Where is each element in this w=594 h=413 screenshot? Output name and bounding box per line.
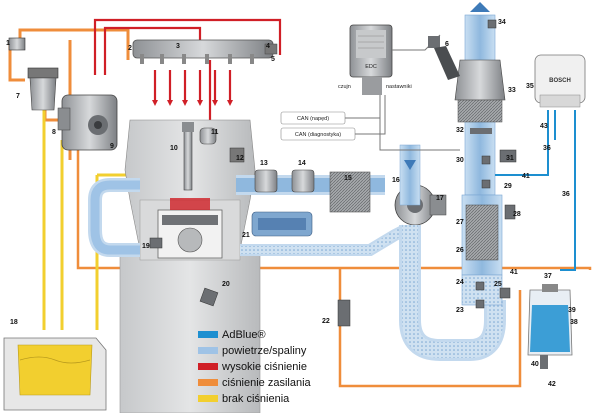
legend-item-air-exhaust: powietrze/spaliny [198, 345, 307, 357]
callout-36a: 36 [543, 145, 551, 152]
adblue-lines [495, 110, 576, 271]
pressure-valve [8, 37, 26, 51]
injector [182, 122, 194, 191]
callout-14: 14 [298, 160, 306, 167]
callout-25: 25 [494, 281, 502, 288]
svg-text:CAN (diagnostyka): CAN (diagnostyka) [295, 132, 341, 138]
rail-arrows [152, 100, 233, 106]
fuel-tank [3, 337, 107, 411]
can-drive-box: CAN (napęd) [280, 111, 346, 125]
callout-numbers: 1 2 3 4 5 6 7 8 9 10 11 12 13 14 15 16 1… [6, 19, 578, 388]
callout-33: 33 [508, 87, 516, 94]
callout-9: 9 [110, 143, 114, 150]
callout-26: 26 [456, 247, 464, 254]
callout-35: 35 [526, 83, 534, 90]
svg-text:ciśnienie zasilania: ciśnienie zasilania [222, 377, 312, 389]
callout-21: 21 [242, 232, 250, 239]
callout-8: 8 [52, 129, 56, 136]
callout-18: 18 [10, 319, 18, 326]
callout-2: 2 [128, 45, 132, 52]
callout-20: 20 [222, 281, 230, 288]
callout-41a: 41 [522, 173, 530, 180]
callout-4: 4 [266, 43, 270, 50]
callout-41b: 41 [510, 269, 518, 276]
common-rail [132, 39, 278, 64]
bosch-brand: BOSCH [549, 78, 571, 84]
edc-label: EDC [365, 64, 377, 70]
callout-15: 15 [344, 175, 352, 182]
callout-28: 28 [513, 211, 521, 218]
legend-swatch [198, 363, 218, 370]
throttle-actuators [229, 147, 315, 193]
callout-19: 19 [142, 243, 150, 250]
svg-text:powietrze/spaliny: powietrze/spaliny [222, 345, 307, 357]
callout-13: 13 [260, 160, 268, 167]
callout-6: 6 [445, 41, 449, 48]
intercooler [329, 171, 371, 213]
control-wires [345, 34, 460, 151]
legend-swatch [198, 395, 218, 402]
exhaust-u-bend [399, 144, 506, 361]
accelerator-pedal [428, 36, 460, 80]
callout-37: 37 [544, 273, 552, 280]
edc-ecu: EDC [349, 24, 393, 95]
actuators-label: nastawniki [386, 84, 412, 90]
callout-7: 7 [16, 93, 20, 100]
sensor-11 [199, 127, 217, 145]
dosing-module: BOSCH [534, 54, 586, 108]
callout-36b: 36 [562, 191, 570, 198]
callout-31: 31 [506, 155, 514, 162]
callout-12: 12 [236, 155, 244, 162]
high-pressure-pump [57, 94, 118, 151]
callout-5: 5 [271, 56, 275, 63]
callout-16: 16 [392, 177, 400, 184]
callout-24: 24 [456, 279, 464, 286]
svg-text:wysokie ciśnienie: wysokie ciśnienie [221, 361, 307, 373]
callout-23: 23 [456, 307, 464, 314]
legend-swatch [198, 347, 218, 354]
svg-text:brak ciśnienia: brak ciśnienia [222, 393, 290, 405]
exhaust-sensors [475, 19, 517, 309]
legend-item-supply-pressure: ciśnienie zasilania [198, 377, 312, 389]
can-diagnostic-box: CAN (diagnostyka) [280, 127, 356, 141]
legend-swatch [198, 331, 218, 338]
callout-30: 30 [456, 157, 464, 164]
aftertreatment-column [454, 2, 506, 306]
callout-32: 32 [456, 127, 464, 134]
misc-sensors [149, 237, 351, 327]
callout-42: 42 [548, 381, 556, 388]
callout-11: 11 [211, 129, 219, 136]
callout-38: 38 [570, 319, 578, 326]
callout-22: 22 [322, 318, 330, 325]
legend-swatch [198, 379, 218, 386]
callout-27: 27 [456, 219, 464, 226]
callout-39: 39 [568, 307, 576, 314]
callout-29: 29 [504, 183, 512, 190]
legend: AdBlue® powietrze/spaliny wysokie ciśnie… [198, 329, 312, 405]
adblue-tank [527, 284, 573, 369]
svg-text:AdBlue®: AdBlue® [222, 329, 266, 341]
callout-43: 43 [540, 123, 548, 130]
fuel-filter [27, 67, 59, 111]
callout-3: 3 [176, 43, 180, 50]
callout-40: 40 [531, 361, 539, 368]
legend-item-no-pressure: brak ciśnienia [198, 393, 290, 405]
sensors-label: czujn [338, 84, 351, 90]
svg-text:CAN (napęd): CAN (napęd) [297, 116, 329, 122]
legend-item-adblue: AdBlue® [198, 329, 266, 341]
callout-1: 1 [6, 40, 10, 47]
callout-17: 17 [436, 195, 444, 202]
legend-item-high-pressure: wysokie ciśnienie [198, 361, 307, 373]
callout-34: 34 [498, 19, 506, 26]
egr-cooler [251, 211, 313, 237]
callout-10: 10 [170, 145, 178, 152]
